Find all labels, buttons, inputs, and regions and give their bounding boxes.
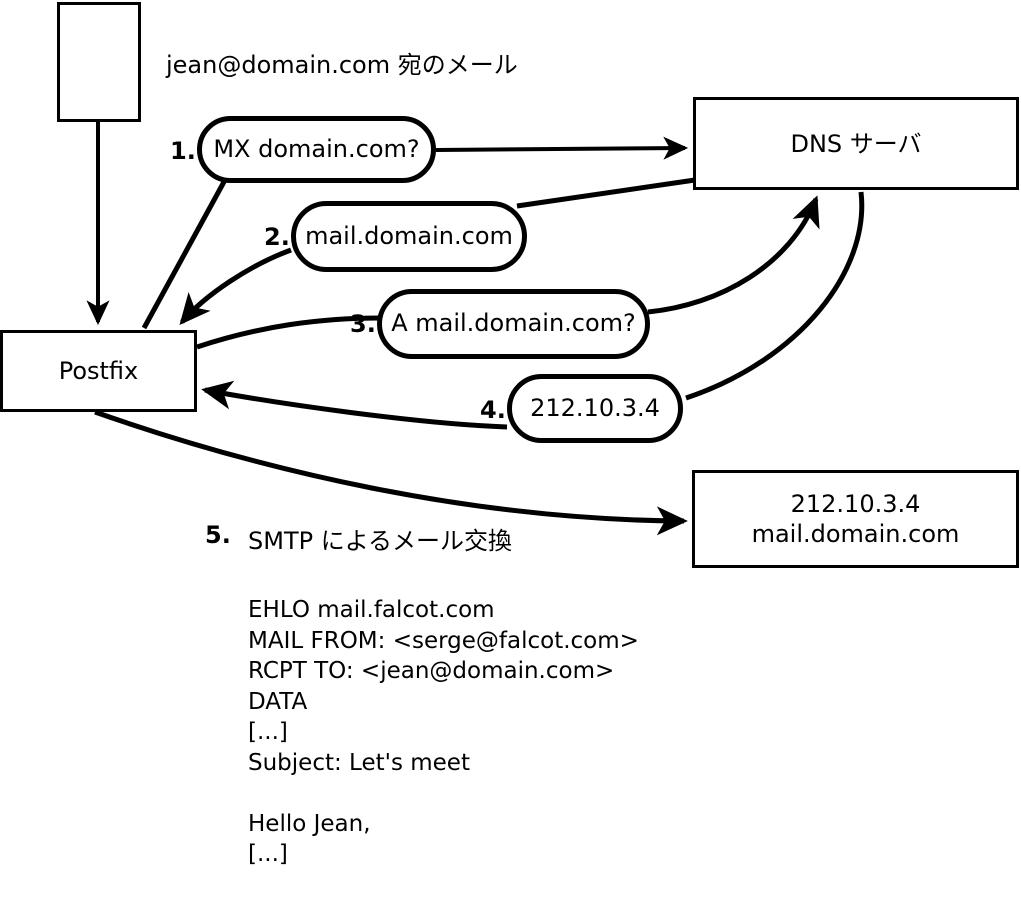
step-3-bubble: A mail.domain.com? — [377, 289, 650, 359]
step-2-number: 2. — [264, 223, 290, 251]
step-3-bubble-label: A mail.domain.com? — [391, 309, 636, 337]
transcript-line: . — [248, 902, 256, 919]
transcript-line: MAIL FROM: <serge@falcot.com> — [248, 627, 639, 654]
sender-mua-box — [57, 2, 141, 122]
connector-bubble1-to-dns — [435, 136, 689, 160]
connector-postfix-to-target — [94, 409, 688, 536]
transcript-line: [...] — [248, 719, 288, 745]
step-4-number: 4. — [480, 396, 506, 424]
connector-postfix-to-bubble3 — [196, 315, 382, 350]
connector-dns-to-bubble2 — [516, 177, 696, 209]
transcript-line: [...] — [248, 841, 288, 867]
connector-bubble4-to-postfix — [201, 380, 508, 430]
transcript-blank-line — [248, 870, 639, 901]
connector-dns-to-bubble4 — [685, 191, 865, 401]
transcript-blank-line — [248, 778, 639, 809]
step-5-label: SMTP によるメール交換 — [248, 527, 512, 555]
step-5-number: 5. — [205, 521, 231, 549]
target-ip-label: 212.10.3.4 — [790, 490, 921, 518]
transcript-line: EHLO mail.falcot.com — [248, 597, 495, 623]
dns-server-node: DNS サーバ — [693, 97, 1019, 190]
transcript-line: DATA — [248, 688, 308, 715]
connector-bubble2-to-postfix — [179, 247, 292, 325]
step-1-bubble: MX domain.com? — [197, 116, 436, 183]
step-1-number: 1. — [170, 137, 196, 165]
transcript-line: Subject: Let's meet — [248, 749, 470, 776]
connector-postfix-to-bubble1 — [141, 178, 228, 330]
transcript-line: Hello Jean, — [248, 810, 371, 837]
postfix-label: Postfix — [58, 357, 139, 385]
postfix-node: Postfix — [0, 330, 197, 412]
diagram-caption: jean@domain.com 宛のメール — [166, 51, 518, 79]
step-4-bubble: 212.10.3.4 — [507, 374, 683, 443]
dns-server-label: DNS サーバ — [790, 129, 922, 158]
target-mailserver-node: 212.10.3.4 mail.domain.com — [692, 470, 1019, 568]
transcript-line: RCPT TO: <jean@domain.com> — [248, 658, 615, 684]
step-4-bubble-label: 212.10.3.4 — [530, 393, 660, 422]
step-2-bubble-label: mail.domain.com — [305, 221, 513, 250]
step-1-bubble-label: MX domain.com? — [213, 134, 420, 163]
target-host-label: mail.domain.com — [751, 520, 960, 548]
step-3-number: 3. — [350, 310, 376, 338]
step-2-bubble: mail.domain.com — [291, 201, 527, 272]
connector-bubble3-to-dns — [647, 195, 820, 315]
